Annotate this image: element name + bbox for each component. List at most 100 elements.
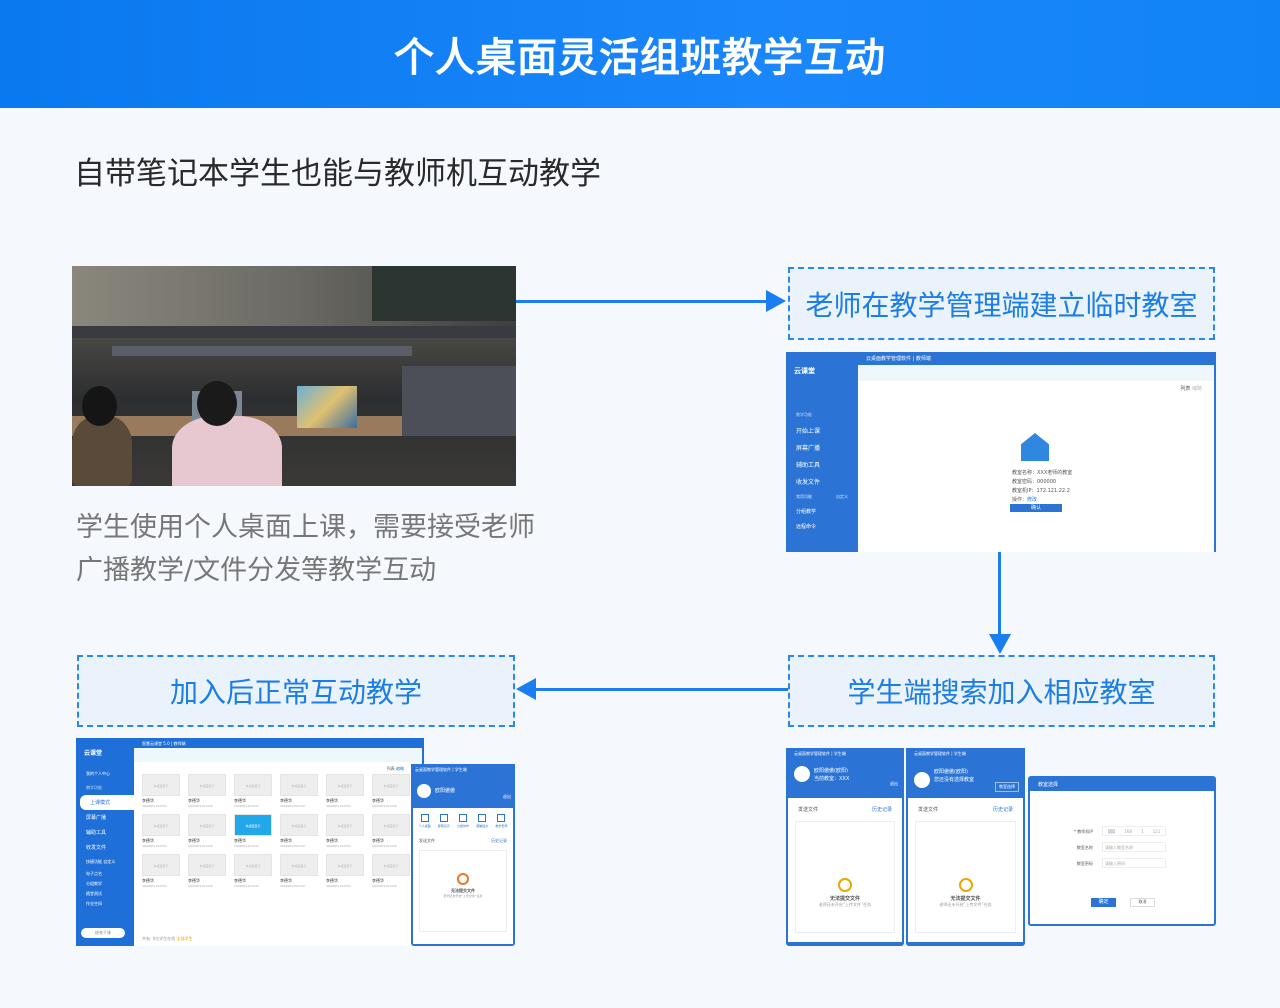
seat-id: 2000001101232 [188, 844, 213, 848]
room-name-input[interactable]: 请输入教室名称 [1102, 842, 1166, 852]
edit-link[interactable]: 修改 [1027, 497, 1038, 503]
cancel-button[interactable]: 取消 [1130, 898, 1155, 907]
student-tile[interactable]: 未桌面显示 李德华 2000001101232 [326, 774, 372, 808]
student-tile[interactable]: 未桌面显示 李德华 2000001101232 [372, 854, 418, 888]
tool-icon [458, 814, 467, 822]
desktop-thumbnail: 未桌面显示 [326, 774, 364, 796]
desktop-thumbnail: 未桌面显示 [326, 854, 364, 876]
student-tile[interactable]: 未桌面显示 李德华 2000001101232 [372, 774, 418, 808]
forbidden-icon [958, 878, 973, 892]
student-tile[interactable]: 未桌面显示 李德华 2000001101232 [326, 854, 372, 888]
connector-arrow [516, 300, 768, 303]
history-link[interactable]: 历史记录 [491, 838, 507, 843]
exit-button[interactable]: 退出 [890, 781, 898, 786]
student-tile[interactable]: 未桌面显示 李德华 2000001101232 [234, 854, 280, 888]
menu-item[interactable]: 分组教学 [86, 881, 102, 886]
view-grid-toggle[interactable]: 缩略 [1191, 386, 1202, 392]
menu-item-active[interactable]: 上课模式 [80, 795, 134, 810]
student-name: 李德华 [188, 878, 200, 883]
student-name: 李德华 [372, 798, 384, 803]
student-name: 李德华 [372, 838, 384, 843]
menu-item[interactable]: 远程命令 [796, 524, 817, 530]
footer-link[interactable]: 全部学生 [176, 936, 193, 941]
student-name: 李德华 [142, 798, 154, 803]
menu-item[interactable]: 电子点名 [86, 871, 102, 876]
student-name: 李德华 [326, 798, 338, 803]
student-tile[interactable]: 未桌面显示 李德华 2000001101232 [142, 854, 188, 888]
student-tile[interactable]: 未桌面显示 李德华 2000001101232 [142, 814, 188, 848]
custom-link[interactable]: 自定义 [103, 859, 116, 864]
seat-id: 2000001101232 [142, 844, 167, 848]
student-tile[interactable]: 未桌面显示 李德华 2000001101232 [326, 814, 372, 848]
user-name: 欧阳傲傲 [435, 788, 456, 794]
student-tile[interactable]: 未桌面显示 李德华 2000001101232 [372, 814, 418, 848]
view-list-toggle[interactable]: 列表 [386, 766, 395, 771]
student-name: 李德华 [280, 838, 292, 843]
ip-octet[interactable]: 121 [1152, 828, 1161, 834]
tool-label: 屏幕演示 [437, 824, 450, 828]
student-tile[interactable]: 未桌面显示 李德华 2000001101232 [188, 854, 234, 888]
seat-id: 2000001101232 [326, 884, 351, 888]
tool-button[interactable]: 个人桌面 [419, 814, 431, 828]
connector-arrow [536, 688, 788, 691]
student-tile[interactable]: 未桌面显示 李德华 2000001101232 [188, 774, 234, 808]
student-tile[interactable]: 未桌面显示 李德华 2000001101232 [142, 774, 188, 808]
ip-octet[interactable]: 1 [1141, 828, 1144, 834]
menu-item[interactable]: 辅助工具 [86, 830, 107, 836]
seat-id: 2000001101232 [372, 804, 397, 808]
view-list-toggle[interactable]: 列表 [1180, 386, 1191, 392]
desktop-thumbnail: 未桌面显示 [188, 854, 226, 876]
exit-button[interactable]: 退出 [503, 794, 511, 799]
history-link[interactable]: 历史记录 [992, 807, 1013, 813]
arrow-right-icon [766, 290, 786, 312]
menu-item[interactable]: 分组教学 [796, 509, 817, 515]
menu-item[interactable]: 屏幕广播 [796, 445, 821, 452]
empty-title: 无法提交文件 [829, 896, 860, 902]
custom-link[interactable]: 自定义 [836, 494, 848, 499]
menu-item[interactable]: 辅助工具 [796, 462, 821, 469]
student-tile[interactable]: 未桌面显示 李德华 2000001101232 [280, 814, 326, 848]
student-tile[interactable]: 未桌面显示 李德华 2000001101232 [280, 774, 326, 808]
user-center[interactable]: 我的个人中心 [86, 771, 110, 776]
tool-button[interactable]: 屏幕演示 [438, 814, 450, 828]
student-tile[interactable]: 未桌面显示 李德华 2000001101232 [280, 854, 326, 888]
student-tile[interactable]: 未桌面显示 李德华 2000001101232 [188, 814, 234, 848]
section-label: 教学功能 [86, 785, 102, 790]
student-tile[interactable]: 未桌面显示 李德华 2000001101232 [234, 774, 280, 808]
desktop-thumbnail: 未桌面显示 [234, 774, 272, 796]
room-ip: 教室机IP：172.121.22.2 [1012, 488, 1070, 494]
tool-label: 课堂提交 [476, 824, 489, 828]
room-password-input[interactable]: 请输入密码 [1102, 858, 1166, 868]
select-room-button[interactable]: 教室选择 [995, 782, 1019, 792]
desktop-thumbnail: 未桌面显示 [142, 774, 180, 796]
ip-octet[interactable]: 192 [1107, 828, 1116, 834]
menu-item[interactable]: 屏幕广播 [86, 815, 107, 821]
classroom-icon [1021, 433, 1049, 461]
window-title: 云桌面教学管理软件 | 学生端 [411, 764, 515, 776]
tool-icon [478, 814, 487, 822]
tool-button[interactable]: 分组协作 [457, 814, 469, 828]
confirm-button[interactable]: 确认 [1010, 504, 1062, 512]
menu-item[interactable]: 随堂测试 [86, 891, 102, 896]
ip-input[interactable]: 192 168 1 121 [1102, 826, 1166, 836]
history-link[interactable]: 历史记录 [871, 807, 892, 813]
ok-button[interactable]: 确定 [1091, 898, 1116, 907]
arrow-down-icon [989, 634, 1011, 654]
menu-item[interactable]: 开始上课 [796, 428, 821, 435]
desktop-thumbnail: 未桌面显示 [372, 774, 410, 796]
arrow-left-icon [516, 678, 536, 700]
end-class-button[interactable]: 结束下课 [81, 928, 125, 938]
student-tile[interactable]: 未桌面显示 李德华 2000001101232 [234, 814, 280, 848]
tool-button[interactable]: 教学老师 [495, 814, 507, 828]
menu-item[interactable]: 收发文件 [86, 845, 107, 851]
menu-item[interactable]: 收发文件 [796, 479, 821, 486]
tool-button[interactable]: 课堂提交 [476, 814, 488, 828]
ip-octet[interactable]: 168 [1124, 828, 1132, 834]
seat-id: 2000001101232 [188, 884, 213, 888]
student-name: 李德华 [234, 878, 246, 883]
page-title: 个人桌面灵活组班教学互动 [394, 35, 886, 81]
subtitle: 自带笔记本学生也能与教师机互动教学 [74, 156, 601, 192]
tool-label: 个人桌面 [418, 824, 431, 828]
menu-item[interactable]: 作业空间 [86, 901, 102, 906]
view-grid-toggle[interactable]: 缩略 [396, 766, 404, 771]
